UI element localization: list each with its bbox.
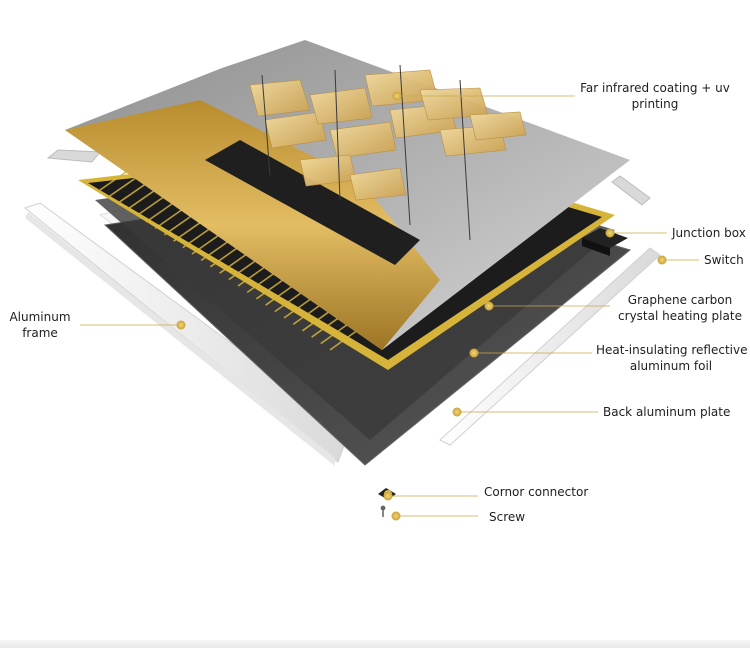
screw [380,505,386,517]
junction-box [582,228,628,256]
leader-dot-aluminum-frame [176,320,186,330]
leader-dot-junction-box [605,228,615,238]
label-far-infrared-coating: Far infrared coating + uv printing [580,81,730,111]
leader-dot-far-infrared [392,91,402,101]
leader-dot-graphene [484,301,494,311]
label-aluminum-frame: Aluminum frame [9,310,71,340]
leader-dot-heat-insulating [469,348,479,358]
label-switch: Switch [704,253,744,267]
bottom-divider [0,640,750,648]
leader-lines [80,91,699,521]
printed-panel [65,40,630,350]
label-graphene-heating-plate: Graphene carbon crystal heating plate [618,293,742,323]
label-junction-box: Junction box [672,226,746,240]
label-back-aluminum-plate: Back aluminum plate [603,405,731,419]
label-heat-insulating-foil: Heat-insulating reflective aluminum foil [596,343,748,373]
label-screw: Screw [489,510,526,524]
leader-dot-back-plate [452,407,462,417]
leader-dot-switch [657,255,667,265]
label-corner-connector: Cornor connector [484,485,589,499]
leader-dot-corner-connector [383,491,393,501]
leader-dot-screw [391,511,401,521]
